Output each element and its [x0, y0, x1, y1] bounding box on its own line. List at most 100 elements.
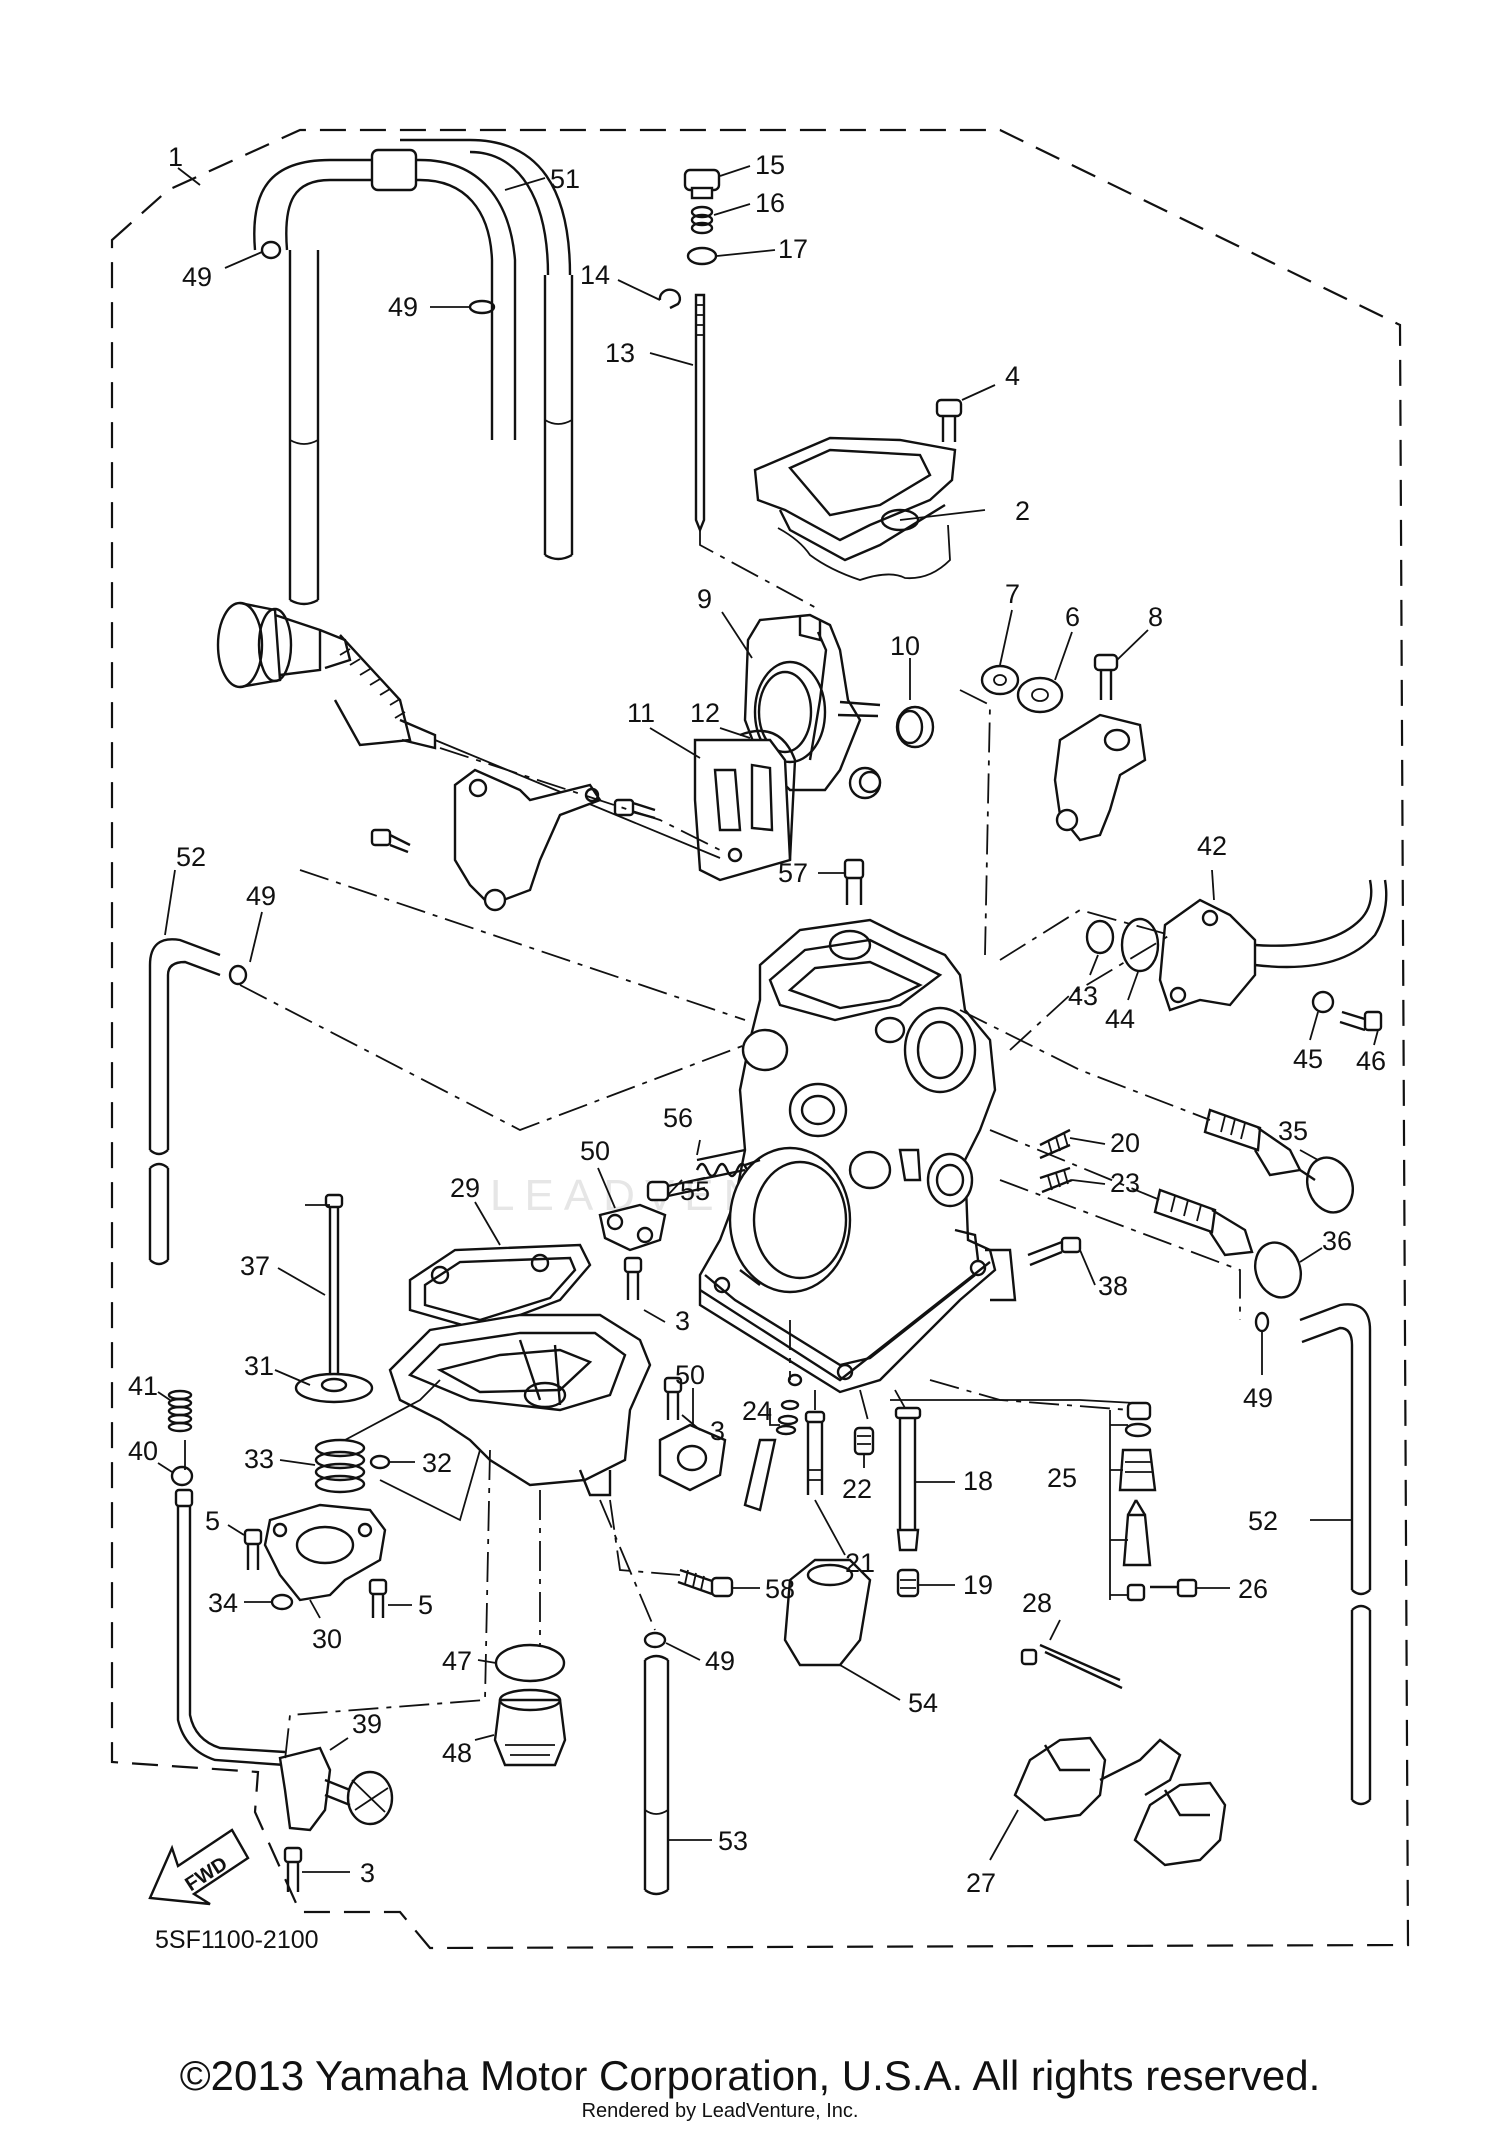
spring-16 [690, 205, 714, 235]
callout-21: 21 [845, 1548, 875, 1578]
callout-15: 15 [755, 150, 785, 180]
callout-50: 50 [675, 1360, 705, 1390]
screw-3 [623, 1256, 643, 1300]
callout-2: 2 [1015, 496, 1030, 526]
callout-58: 58 [765, 1574, 795, 1604]
collar-43 [1085, 919, 1115, 955]
copyright-notice: ©2013 Yamaha Motor Corporation, U.S.A. A… [179, 2052, 1321, 2099]
callout-20: 20 [1110, 1128, 1140, 1158]
callout-5: 5 [418, 1590, 433, 1620]
reference-lines [184, 530, 1241, 1761]
o-ring-34 [270, 1593, 294, 1611]
callout-1: 1 [168, 142, 183, 172]
callout-42: 42 [1197, 831, 1227, 861]
callout-3: 3 [675, 1306, 690, 1336]
spring-41 [167, 1389, 193, 1433]
callout-29: 29 [450, 1173, 480, 1203]
plug-10 [895, 705, 935, 749]
screw-4 [935, 398, 963, 442]
callout-38: 38 [1098, 1271, 1128, 1301]
throttle-bracket [453, 768, 602, 912]
callout-23: 23 [1110, 1168, 1140, 1198]
callout-16: 16 [755, 188, 785, 218]
hose-clip-49 [643, 1631, 667, 1649]
fwd-arrow: FWD [148, 1828, 250, 1906]
lever-bracket [1053, 713, 1147, 842]
screw-3 [283, 1846, 303, 1892]
bracket-50 [598, 1203, 667, 1252]
callout-49: 49 [705, 1646, 735, 1676]
callout-33: 33 [244, 1444, 274, 1474]
screw-46 [1339, 1010, 1383, 1032]
drain-hose-53 [643, 1654, 670, 1896]
throttle-sensor-42 [1158, 879, 1388, 1012]
callout-49: 49 [1243, 1383, 1273, 1413]
needle-valve-25 [1118, 1401, 1157, 1602]
hot-start-plunger-39 [278, 1746, 394, 1832]
callout-53: 53 [718, 1826, 748, 1856]
hose-clip-49 [228, 964, 248, 986]
washer-17 [686, 246, 718, 266]
o-ring-40 [170, 1465, 194, 1487]
callout-50: 50 [580, 1136, 610, 1166]
callout-45: 45 [1293, 1044, 1323, 1074]
callout-41: 41 [128, 1371, 158, 1401]
hose-clip-49 [1254, 1311, 1270, 1333]
callouts: 1 2 3 3 3 4 5 5 6 7 8 9 10 11 12 13 14 1… [128, 142, 1386, 1898]
main-jet-19 [896, 1568, 920, 1598]
callout-56: 56 [663, 1103, 693, 1133]
screw-38 [1027, 1236, 1082, 1267]
gasket-29 [408, 1243, 592, 1332]
callout-55: 55 [680, 1176, 710, 1206]
screw-58 [677, 1568, 734, 1598]
callout-10: 10 [890, 631, 920, 661]
callout-57: 57 [778, 858, 808, 888]
bracket-50 [658, 1423, 727, 1492]
bracket-screw [370, 828, 411, 854]
callout-49: 49 [246, 881, 276, 911]
top-cover-2 [753, 436, 957, 581]
o-ring-47 [494, 1643, 566, 1683]
callout-40: 40 [128, 1436, 158, 1466]
drain-plug-48 [493, 1688, 567, 1767]
needle-cap-15 [683, 168, 721, 200]
screw-55 [646, 1176, 706, 1202]
pump-cover-30 [263, 1503, 387, 1602]
callout-9: 9 [697, 584, 712, 614]
washer-6 [1016, 676, 1064, 714]
float-pin-28 [1020, 1643, 1123, 1690]
callout-34: 34 [208, 1588, 238, 1618]
callout-47: 47 [442, 1646, 472, 1676]
seal-12 [739, 729, 797, 861]
callout-19: 19 [963, 1570, 993, 1600]
adjuster-36 [1153, 1188, 1302, 1299]
callout-37: 37 [240, 1251, 270, 1281]
callout-5: 5 [205, 1506, 220, 1536]
o-ring-44 [1120, 917, 1160, 973]
starter-jet-24 [743, 1373, 803, 1512]
callout-43: 43 [1068, 981, 1098, 1011]
pilot-jet-22 [853, 1426, 875, 1456]
float-27 [1013, 1736, 1227, 1867]
screw-3 [663, 1376, 683, 1420]
screw-20 [1039, 1128, 1071, 1160]
callout-49: 49 [388, 292, 418, 322]
float-bowl [388, 1313, 652, 1497]
callout-27: 27 [966, 1868, 996, 1898]
callout-54: 54 [908, 1688, 938, 1718]
assembly-boundary [110, 128, 1410, 1950]
render-credit: Rendered by LeadVenture, Inc. [581, 2100, 859, 2122]
washer-7 [980, 664, 1020, 696]
gasket-plate-11 [693, 738, 792, 882]
callout-12: 12 [690, 698, 720, 728]
callout-52: 52 [176, 842, 206, 872]
washer-6-hole [1031, 688, 1049, 702]
callout-3: 3 [710, 1416, 725, 1446]
callout-26: 26 [1238, 1574, 1268, 1604]
adjuster-35 [1203, 1108, 1354, 1214]
spring-33 [314, 1438, 366, 1494]
callout-32: 32 [422, 1448, 452, 1478]
callout-31: 31 [244, 1351, 274, 1381]
screw-57 [843, 858, 865, 905]
